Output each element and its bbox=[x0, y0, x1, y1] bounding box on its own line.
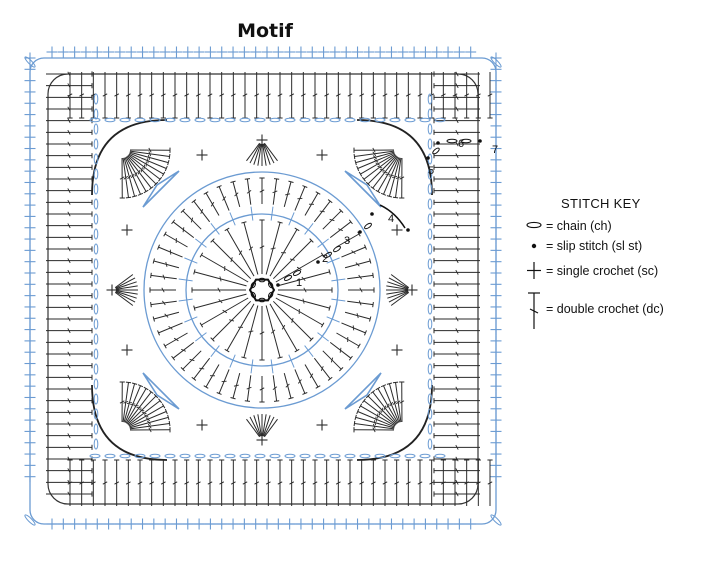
blue-stitches bbox=[24, 46, 502, 530]
round-label-7: 7 bbox=[492, 144, 498, 156]
round-labels: 1 2 3 4 5 6 7 bbox=[276, 138, 498, 289]
key-label-double-crochet: = double crochet (dc) bbox=[546, 302, 664, 316]
round-label-1: 1 bbox=[296, 277, 302, 289]
slip-stitch-icon bbox=[531, 243, 537, 249]
key-label-slip-stitch: = slip stitch (sl st) bbox=[546, 239, 643, 253]
round-label-3: 3 bbox=[344, 235, 350, 247]
crochet-motif-chart: 1 2 3 4 5 6 7 bbox=[24, 46, 502, 530]
round-label-4: 4 bbox=[388, 213, 394, 225]
diagram-title: Motif bbox=[237, 20, 293, 42]
single-crochet-icon bbox=[527, 262, 541, 279]
round-label-2: 2 bbox=[322, 253, 328, 265]
double-crochet-icon bbox=[528, 292, 540, 329]
round-label-5: 5 bbox=[428, 165, 434, 177]
dark-stitches bbox=[46, 71, 493, 506]
chain-icon bbox=[526, 221, 542, 229]
stitch-key-title: STITCH KEY bbox=[561, 196, 641, 211]
key-label-single-crochet: = single crochet (sc) bbox=[546, 264, 659, 278]
key-label-chain: = chain (ch) bbox=[546, 219, 612, 233]
round-label-6: 6 bbox=[458, 138, 464, 150]
